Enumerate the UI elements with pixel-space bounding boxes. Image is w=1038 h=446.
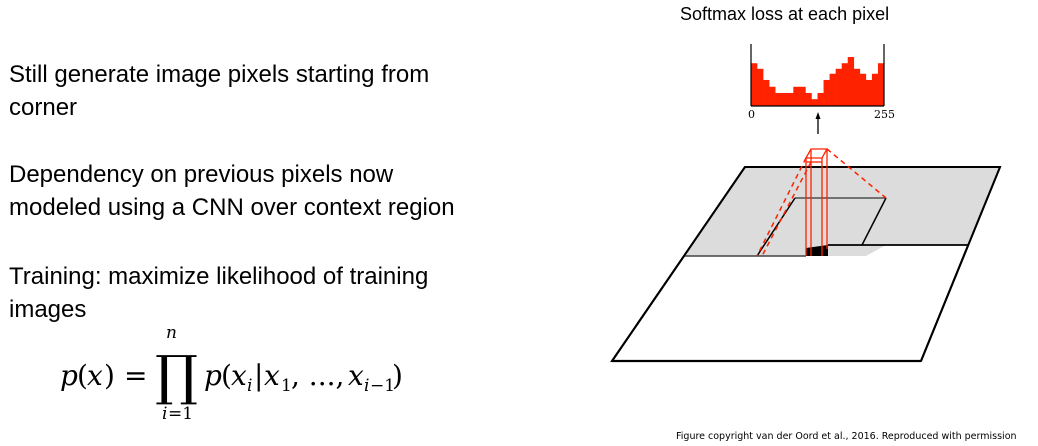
- histogram-bar: [781, 92, 788, 106]
- bullet-training-objective: Training: maximize likelihood of trainin…: [9, 263, 429, 323]
- histogram-bar: [763, 79, 770, 106]
- receptive-field-lines: [756, 148, 887, 257]
- up-arrow-icon: [815, 112, 821, 134]
- histogram-bar: [859, 73, 867, 106]
- histogram-bar: [757, 68, 764, 106]
- figure-title: Softmax loss at each pixel: [680, 4, 890, 24]
- histogram-bar: [877, 63, 885, 106]
- histogram-bar: [871, 73, 879, 106]
- output-pillar: [804, 148, 829, 256]
- svg-text:p: p: [60, 359, 78, 392]
- svg-text:(: (: [77, 359, 88, 392]
- svg-text:n: n: [166, 328, 177, 343]
- svg-text:x: x: [264, 359, 280, 392]
- histogram-bar: [817, 92, 824, 106]
- svg-text:(: (: [221, 359, 232, 392]
- softmax-histogram: 0 255: [748, 44, 895, 134]
- svg-text:p: p: [204, 359, 222, 392]
- axis-min-label: 0: [748, 108, 755, 121]
- svg-text:i: i: [364, 376, 369, 396]
- axis-max-label: 255: [874, 108, 895, 121]
- svg-text:1: 1: [281, 376, 292, 396]
- svg-text:): ): [104, 359, 115, 392]
- svg-text:=1: =1: [168, 404, 193, 424]
- svg-text:x: x: [348, 359, 364, 392]
- histogram-bar: [805, 92, 812, 106]
- svg-text:i: i: [162, 404, 167, 424]
- histogram-bar: [793, 86, 800, 106]
- svg-text:, ...,: , ...,: [291, 359, 344, 392]
- svg-text:x: x: [87, 359, 103, 392]
- histogram-bar: [787, 92, 794, 106]
- bullet-generate-from-corner: Still generate image pixels starting fro…: [9, 61, 430, 121]
- histogram-bar: [865, 79, 873, 106]
- histogram-bar: [799, 86, 806, 106]
- histogram-bar: [829, 73, 836, 106]
- histogram-bar: [835, 68, 842, 106]
- svg-text:=: =: [124, 359, 147, 392]
- bullet-cnn-dependency: Dependency on previous pixels now modele…: [9, 161, 455, 221]
- histogram-bar: [811, 99, 818, 106]
- svg-text:): ): [392, 359, 403, 392]
- histogram-bar: [751, 63, 758, 106]
- svg-text:x: x: [231, 359, 247, 392]
- histogram-bars: [751, 57, 885, 106]
- svg-text:∏: ∏: [155, 344, 198, 407]
- histogram-bar: [847, 57, 855, 106]
- likelihood-formula: p ( x ) = n ∏ i =1 p ( x i | x 1 , ..., …: [60, 328, 403, 424]
- histogram-bar: [769, 86, 776, 106]
- histogram-bar: [853, 68, 861, 106]
- svg-text:|: |: [254, 359, 263, 392]
- svg-text:−1: −1: [370, 376, 395, 396]
- histogram-bar: [823, 79, 830, 106]
- svg-text:i: i: [247, 376, 252, 396]
- histogram-bar: [775, 92, 782, 106]
- figure-credit: Figure copyright van der Oord et al., 20…: [676, 431, 1017, 442]
- histogram-bar: [841, 63, 849, 106]
